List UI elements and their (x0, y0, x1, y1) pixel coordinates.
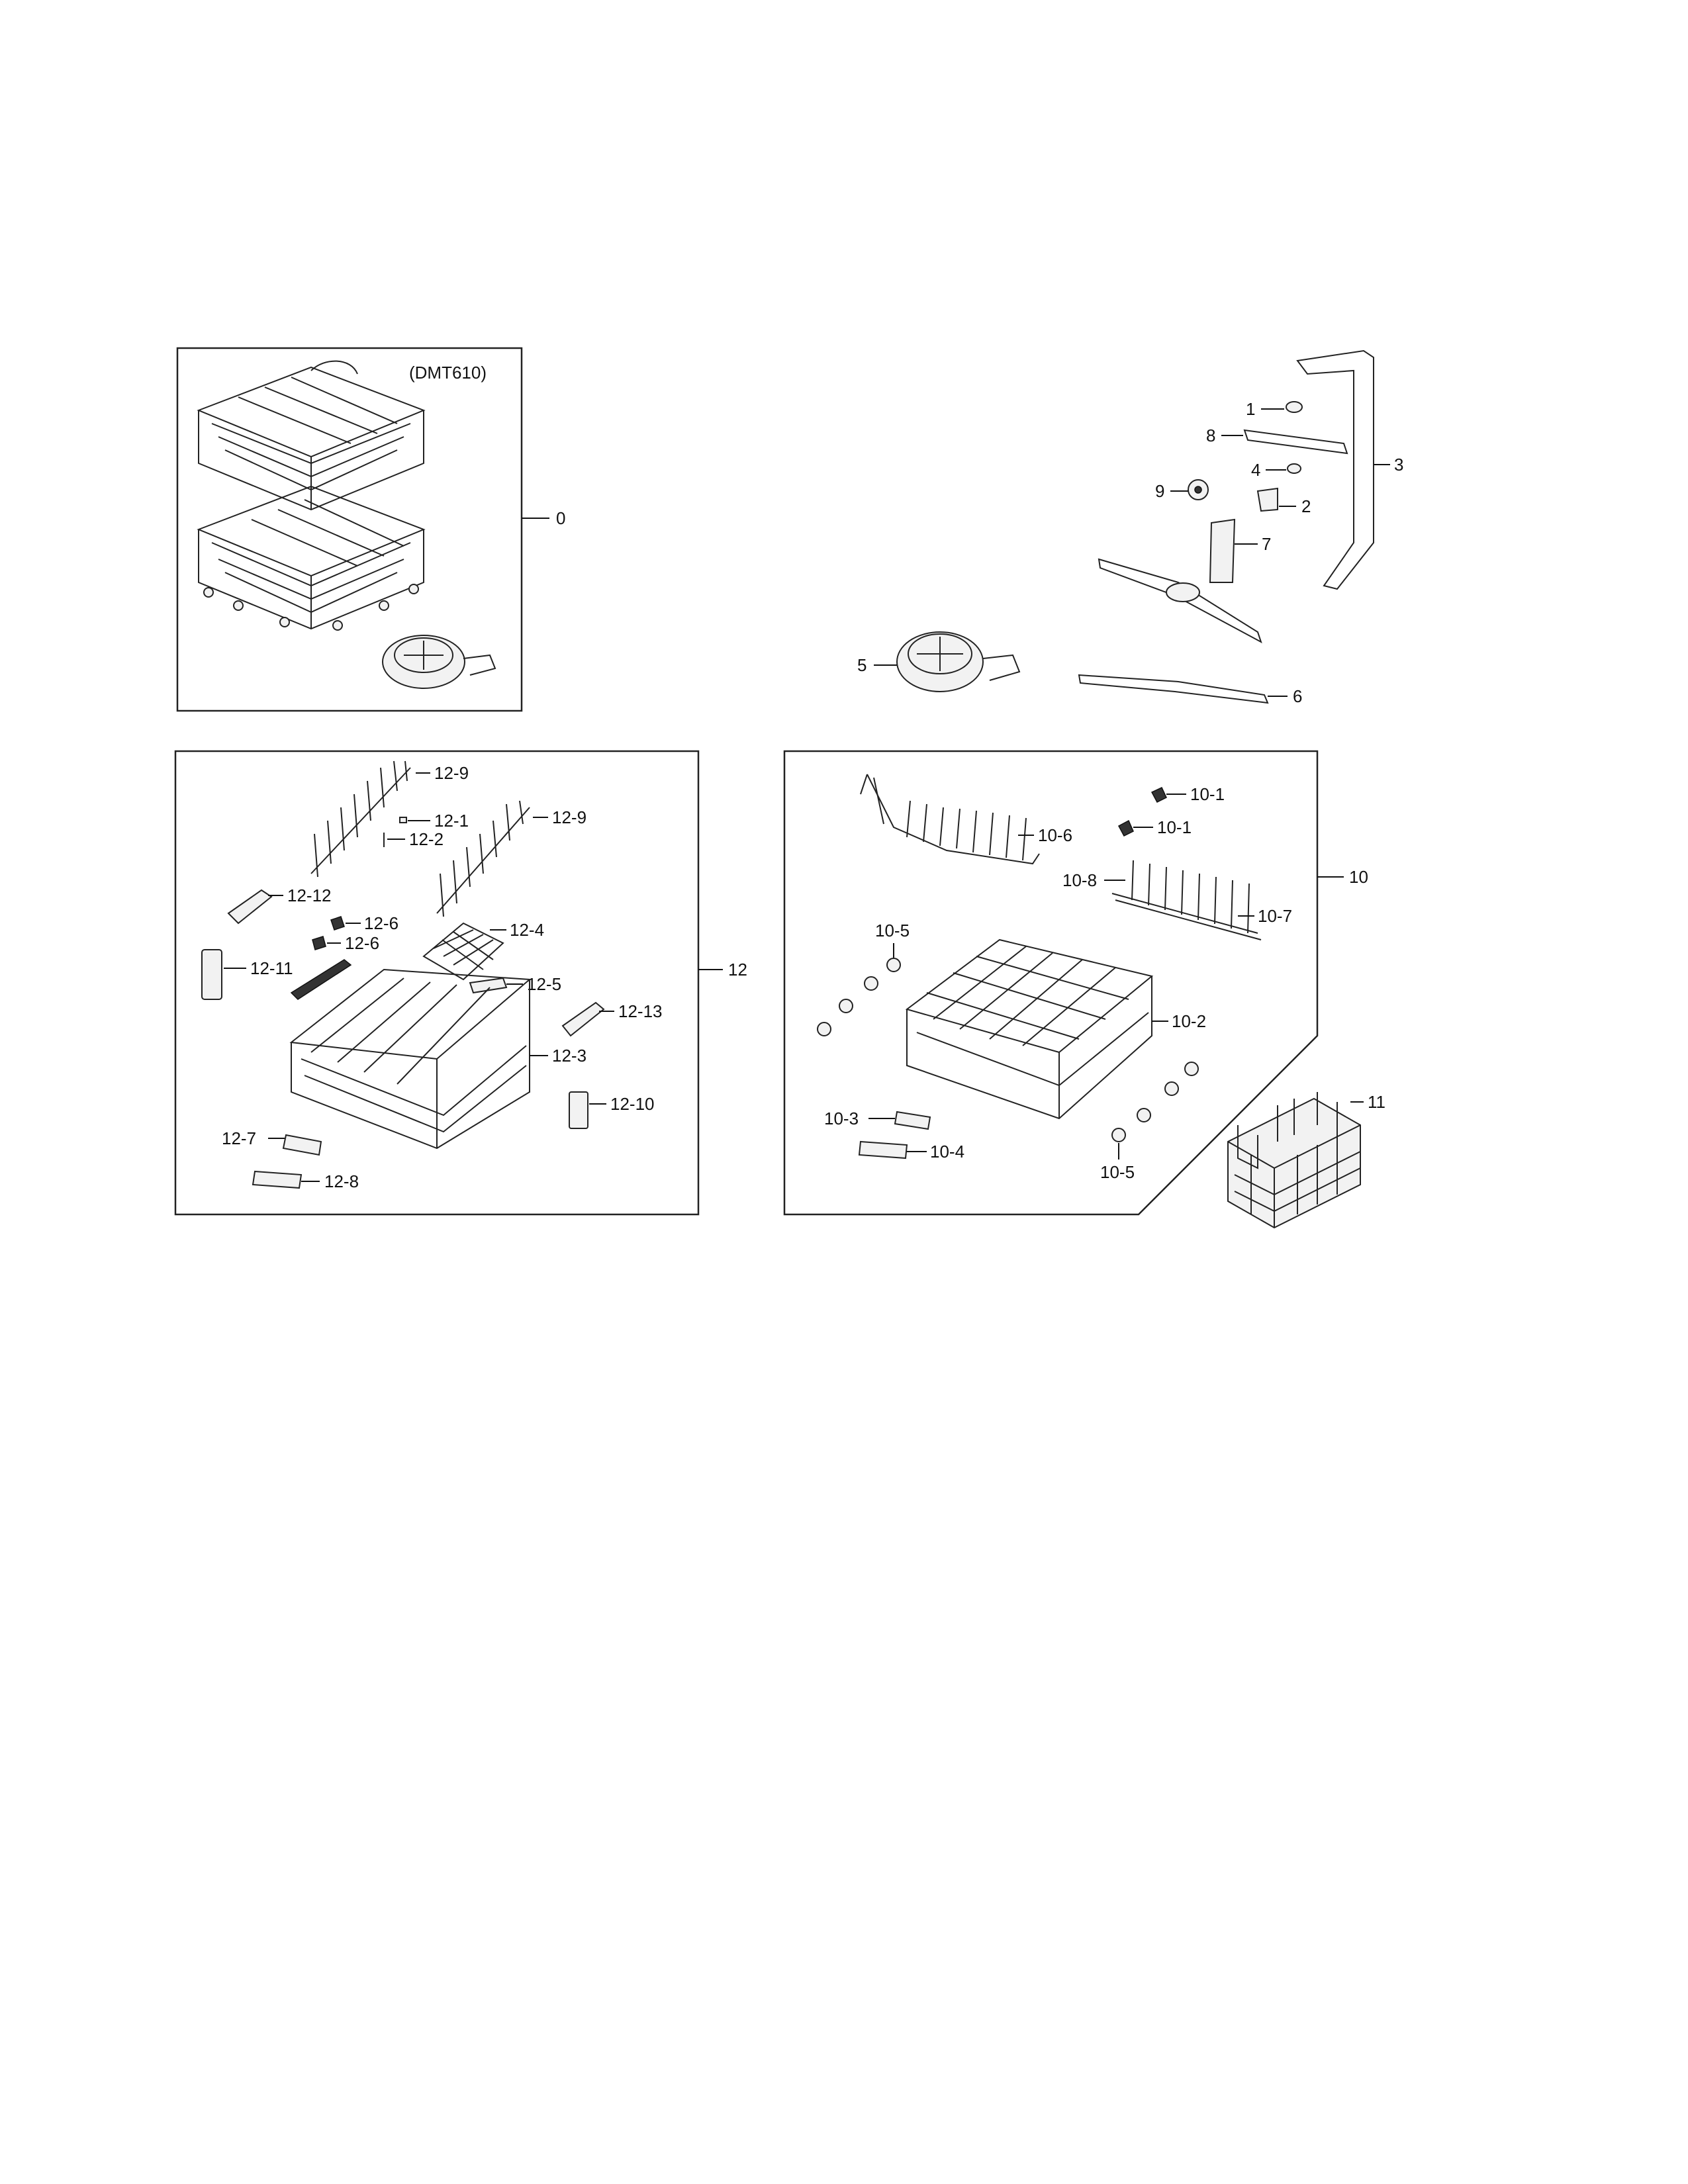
panel-upper-rack-parts: 12-9 12-1 12-2 12-9 12-12 12-6 12-6 (174, 750, 747, 1216)
callout-12-4: 12-4 (510, 920, 544, 940)
callout-12-11: 12-11 (250, 958, 293, 978)
callout-12-7: 12-7 (222, 1128, 256, 1148)
lower-arm-illustration (1098, 558, 1262, 644)
callout-12-6b: 12-6 (345, 933, 379, 953)
sump-illustration-small (382, 635, 496, 689)
silverware-basket (1227, 1092, 1361, 1229)
tine-row-left (310, 760, 411, 878)
callout-12-5: 12-5 (527, 974, 561, 994)
lower-rack-illustration (197, 485, 426, 631)
callout-4: 4 (1251, 460, 1260, 480)
callout-10-1a: 10-1 (1190, 784, 1225, 804)
callout-12-1: 12-1 (434, 811, 469, 831)
model-label: (DMT610) (409, 363, 487, 383)
callout-8: 8 (1206, 426, 1215, 445)
callout-12-13: 12-13 (618, 1001, 663, 1021)
callout-12-9a: 12-9 (434, 763, 469, 783)
upper-rack-basket (289, 959, 532, 1150)
callout-2: 2 (1301, 496, 1311, 516)
panel-border-12 (174, 750, 700, 1216)
callout-12-9b: 12-9 (552, 807, 586, 827)
sump-illustration (896, 631, 1021, 692)
callout-12-12: 12-12 (287, 886, 332, 905)
callout-3: 3 (1394, 455, 1403, 475)
callout-5: 5 (857, 655, 867, 675)
callout-10-4: 10-4 (930, 1142, 964, 1161)
callout-10-2: 10-2 (1172, 1011, 1206, 1031)
callout-0: 0 (556, 508, 565, 528)
callout-9: 9 (1155, 481, 1164, 501)
tine-rack-left (860, 774, 1040, 865)
tine-row-lower (1111, 860, 1262, 940)
panel-rack-assembly: (DMT610) 0 (176, 347, 565, 712)
callout-10-5a: 10-5 (875, 921, 910, 940)
callout-12: 12 (728, 960, 747, 979)
callout-10-1b: 10-1 (1157, 817, 1192, 837)
callout-12-2: 12-2 (409, 829, 444, 849)
callout-7: 7 (1262, 534, 1271, 554)
feed-pipe-illustration (1296, 349, 1374, 590)
callout-10: 10 (1349, 867, 1368, 887)
callout-10-5b: 10-5 (1100, 1162, 1135, 1182)
callout-10-8: 10-8 (1062, 870, 1097, 890)
callout-11: 11 (1368, 1092, 1385, 1112)
panel-lower-rack-parts: 10-6 10-1 10-1 10-8 10-7 10-5 (783, 750, 1368, 1216)
upper-arm-illustration (1243, 429, 1348, 455)
wheels-right (1111, 1062, 1199, 1142)
callout-10-3: 10-3 (824, 1109, 859, 1128)
callout-12-8: 12-8 (324, 1171, 359, 1191)
callout-12-3: 12-3 (552, 1046, 586, 1066)
tine-row-right (436, 800, 530, 917)
lower-rack-basket (905, 938, 1154, 1120)
wheels-left (817, 958, 901, 1036)
callout-12-6a: 12-6 (364, 913, 399, 933)
panel-border-0 (176, 347, 523, 712)
callout-1: 1 (1246, 399, 1255, 419)
callout-10-7: 10-7 (1258, 906, 1292, 926)
cup-shelf-illustration (422, 922, 504, 981)
callout-12-10: 12-10 (610, 1094, 655, 1114)
bottom-arm-illustration (1078, 674, 1269, 704)
panel-border-10 (783, 750, 1319, 1216)
callout-6: 6 (1293, 686, 1302, 706)
callout-10-6: 10-6 (1038, 825, 1072, 845)
spray-arm-group: 3 1 8 4 9 2 7 (857, 349, 1403, 706)
upper-rack-illustration (197, 360, 426, 511)
